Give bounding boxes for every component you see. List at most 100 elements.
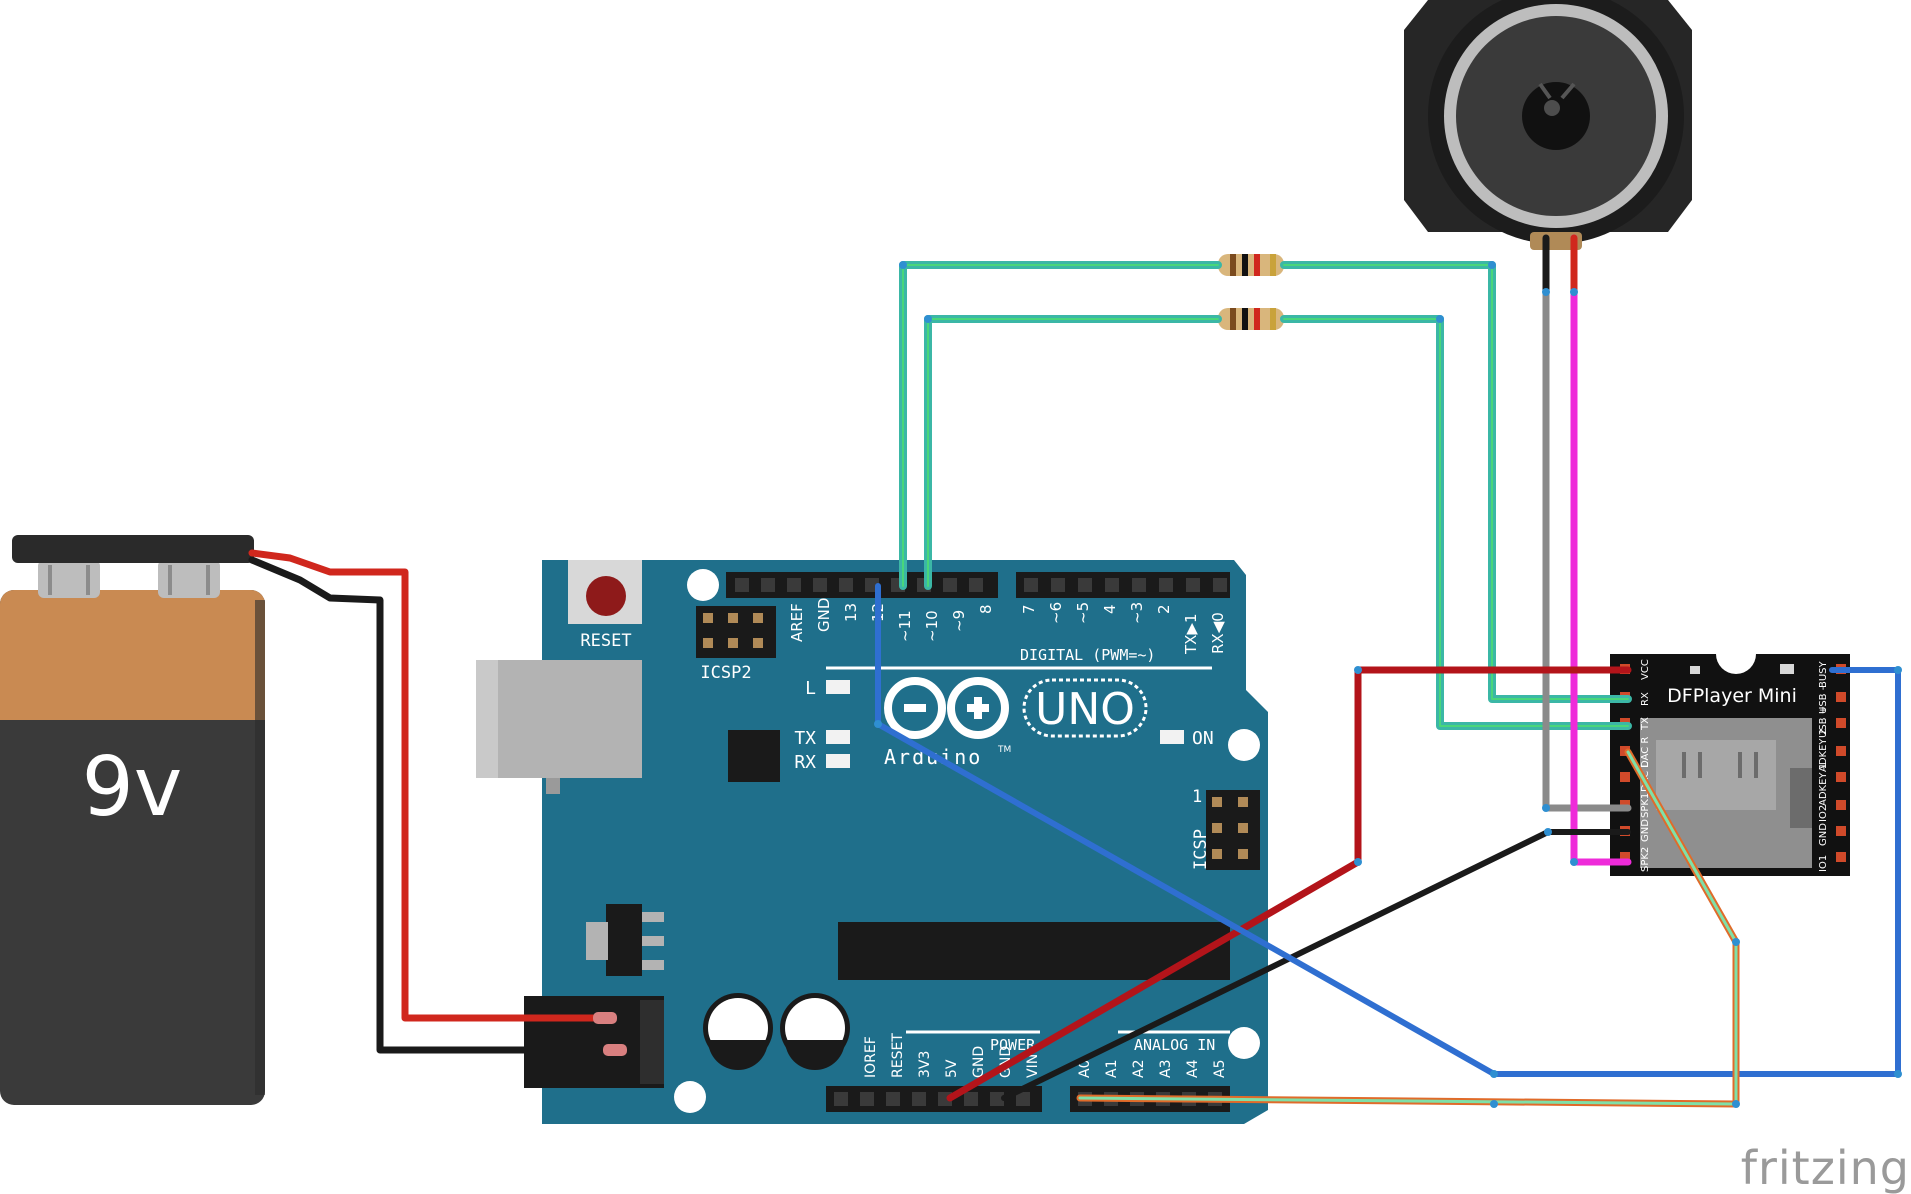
pin-label-10: ~10 bbox=[923, 610, 941, 642]
wire-pin11-to-resistor1 bbox=[899, 261, 1222, 590]
df-pad bbox=[1836, 746, 1846, 756]
fritzing-credit: fritzing bbox=[1741, 1141, 1910, 1194]
wire-bend-point bbox=[1542, 804, 1550, 812]
pin-label-a1: A1 bbox=[1104, 1060, 1120, 1078]
capacitor-1 bbox=[703, 993, 773, 1070]
wire-bend-point bbox=[1436, 315, 1444, 323]
header-pin bbox=[735, 578, 749, 592]
pin-label-11: ~11 bbox=[896, 610, 914, 642]
led-tx-label: TX bbox=[794, 728, 816, 749]
wire-bend-point bbox=[1894, 666, 1902, 674]
header-pin bbox=[1105, 578, 1119, 592]
wire-bend-point bbox=[1490, 1100, 1498, 1108]
df-pad bbox=[1836, 826, 1846, 836]
df-pad bbox=[1836, 800, 1846, 810]
led-rx bbox=[826, 754, 850, 768]
pin-label-2: 2 bbox=[1155, 604, 1173, 614]
resistor-1 bbox=[1218, 254, 1284, 276]
pin-label-7: 7 bbox=[1020, 604, 1038, 614]
arduino-logo: UNO Arduino TM bbox=[884, 677, 1148, 769]
resistor-2 bbox=[1218, 308, 1284, 330]
header-pin bbox=[1213, 578, 1227, 592]
icsp-pin1-label: 1 bbox=[1192, 787, 1202, 807]
df-pin-usb-minus: USB - bbox=[1818, 686, 1829, 714]
header-pin bbox=[860, 1092, 874, 1106]
df-pin-vcc: VCC bbox=[1640, 659, 1651, 680]
header-pin bbox=[834, 1092, 848, 1106]
header-pin bbox=[990, 1092, 1004, 1106]
df-pad bbox=[1836, 718, 1846, 728]
wire-bend-point bbox=[1488, 261, 1496, 269]
icsp-header bbox=[1206, 790, 1260, 870]
df-pin-gnd-right: GND bbox=[1818, 823, 1829, 846]
power-label: POWER bbox=[990, 1036, 1036, 1054]
reset-label: RESET bbox=[580, 631, 631, 651]
pin-label-gnd: GND bbox=[815, 598, 833, 632]
header-pin bbox=[1159, 578, 1173, 592]
led-l bbox=[826, 680, 850, 694]
pin-label-a0: A0 bbox=[1077, 1060, 1093, 1078]
arduino-board bbox=[542, 560, 1268, 1124]
pin-label-rx0: RX◀0 bbox=[1209, 612, 1227, 654]
pin-label-8: 8 bbox=[977, 604, 995, 614]
df-pad bbox=[1620, 772, 1630, 782]
battery-cap-band-lower bbox=[0, 700, 265, 720]
pin-label-gnd-1: GND bbox=[971, 1046, 987, 1078]
wire-bend-point bbox=[874, 720, 882, 728]
wire-bend-point bbox=[899, 261, 907, 269]
header-pin bbox=[1024, 578, 1038, 592]
pin-label-vin: VIN bbox=[1025, 1054, 1041, 1078]
wire-bend-point bbox=[1544, 828, 1552, 836]
battery-snap-connector bbox=[12, 535, 254, 563]
speaker bbox=[1404, 0, 1692, 250]
voltage-regulator bbox=[606, 904, 642, 976]
header-pin bbox=[761, 578, 775, 592]
header-pin bbox=[1186, 578, 1200, 592]
header-pin bbox=[1051, 578, 1065, 592]
battery-terminal-negative bbox=[38, 560, 100, 598]
df-pin-io2: IO2 bbox=[1818, 805, 1829, 822]
df-pin-dac-r: DAC R bbox=[1640, 737, 1651, 768]
battery-cap-band bbox=[0, 590, 265, 720]
header-pin bbox=[1078, 578, 1092, 592]
pin-label-a4: A4 bbox=[1185, 1059, 1201, 1078]
arduino-tm: TM bbox=[997, 745, 1011, 755]
wire-pin12-to-df-busy bbox=[875, 583, 1901, 1077]
pin-label-5v: 5V bbox=[944, 1059, 960, 1078]
digital-label: DIGITAL (PWM=~) bbox=[1020, 646, 1155, 664]
header-pin bbox=[886, 1092, 900, 1106]
pin-label-3: ~3 bbox=[1128, 602, 1146, 624]
df-pad bbox=[1836, 852, 1846, 862]
wire-bend-point bbox=[1354, 666, 1362, 674]
pin-label-9: ~9 bbox=[950, 610, 968, 632]
pin-label-6: ~6 bbox=[1047, 602, 1065, 624]
pin-label-a5: A5 bbox=[1212, 1060, 1228, 1078]
df-pin-adkey2: ADKEY 2 bbox=[1818, 729, 1829, 772]
header-pin bbox=[969, 578, 983, 592]
capacitor-2 bbox=[780, 993, 850, 1070]
header-pin bbox=[787, 578, 801, 592]
led-l-label: L bbox=[805, 678, 816, 699]
df-pin-spk2: SPK2 bbox=[1640, 847, 1651, 872]
wire-bend-point bbox=[1490, 1070, 1498, 1078]
df-pin-gnd-left: GND bbox=[1640, 819, 1651, 842]
led-tx bbox=[826, 730, 850, 744]
battery-9v: 9v bbox=[0, 535, 265, 1105]
df-pad bbox=[1620, 852, 1630, 862]
icsp-label: ICSP bbox=[1191, 829, 1211, 870]
header-pin bbox=[1016, 1092, 1030, 1106]
uno-logo-text: UNO bbox=[1035, 684, 1135, 735]
usb-chip bbox=[728, 730, 780, 782]
power-header bbox=[826, 1086, 1042, 1112]
pin-label-ioref: IOREF bbox=[863, 1036, 879, 1078]
led-rx-label: RX bbox=[794, 752, 816, 773]
df-pin-spk1: SPK1 bbox=[1640, 793, 1651, 818]
battery-label: 9v bbox=[82, 740, 183, 835]
wire-junctions bbox=[874, 261, 1902, 1108]
df-pin-busy: BUSY bbox=[1818, 660, 1829, 688]
df-pin-tx: TX bbox=[1640, 717, 1651, 731]
wire-bend-point bbox=[1732, 938, 1740, 946]
pin-label-a3: A3 bbox=[1158, 1060, 1174, 1078]
wire-bend-point bbox=[1570, 858, 1578, 866]
header-pin bbox=[964, 1092, 978, 1106]
